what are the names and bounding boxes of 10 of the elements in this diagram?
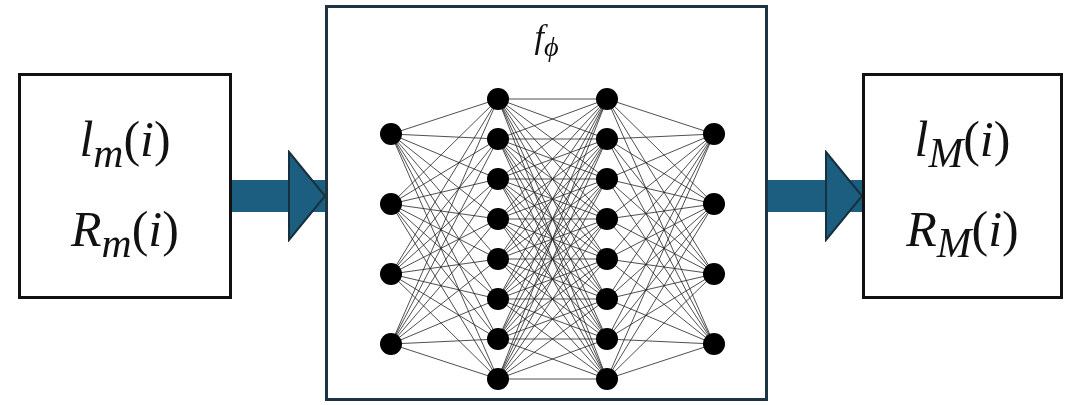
math-label: R$_{M}$(i) [905, 204, 1020, 265]
block-arrow [768, 151, 863, 241]
math-label: f$_{ϕ}$ [533, 20, 560, 62]
block-arrow [232, 151, 326, 241]
variable-box [862, 73, 1063, 299]
math-label: R$_{m}$(i) [69, 204, 180, 265]
variable-box [18, 73, 232, 299]
math-label: l$_{m}$(i) [78, 114, 172, 175]
model-box [325, 5, 768, 401]
math-label: l$_{M}$(i) [913, 114, 1012, 175]
